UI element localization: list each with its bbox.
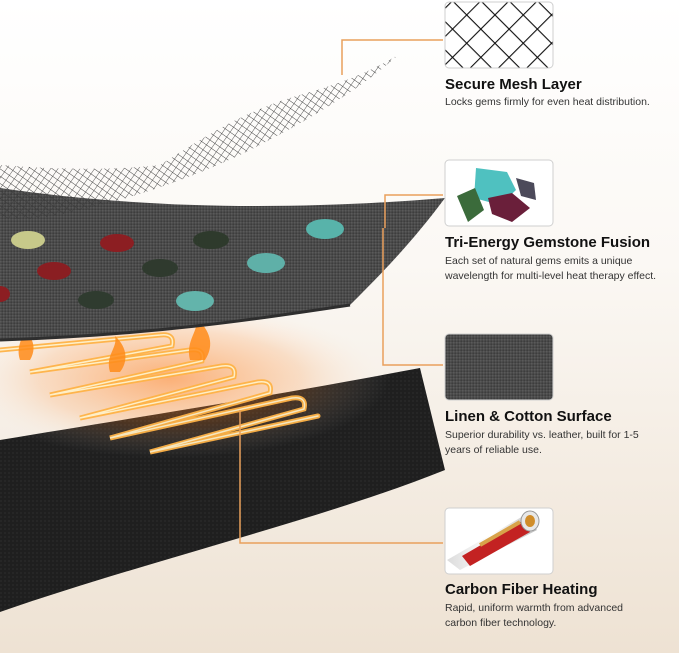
carbon-fiber-cable-icon [444,507,554,575]
feature-title-linen-cotton: Linen & Cotton Surface [445,408,612,425]
feature-title-carbon-fiber: Carbon Fiber Heating [445,581,598,598]
heat-glow [0,298,390,458]
feature-desc-secure-mesh: Locks gems firmly for even heat distribu… [445,96,650,108]
feature-title-secure-mesh: Secure Mesh Layer [445,76,582,93]
mesh-layer [0,55,398,220]
feature-title-gemstone-fusion: Tri-Energy Gemstone Fusion [445,234,651,251]
feature-desc-carbon-fiber: Rapid, uniform warmth from advanced carb… [445,602,623,629]
gemstones [0,219,344,311]
feature-desc-gemstone-fusion: Each set of natural gems emits a unique … [445,255,657,282]
heating-coil [0,332,321,455]
gemstones-icon [444,159,554,227]
linen-fabric-icon [444,333,554,401]
leader-lines [239,39,443,544]
feature-desc-linen-cotton: Superior durability vs. leather, built f… [445,429,639,456]
mesh-icon [444,1,554,69]
